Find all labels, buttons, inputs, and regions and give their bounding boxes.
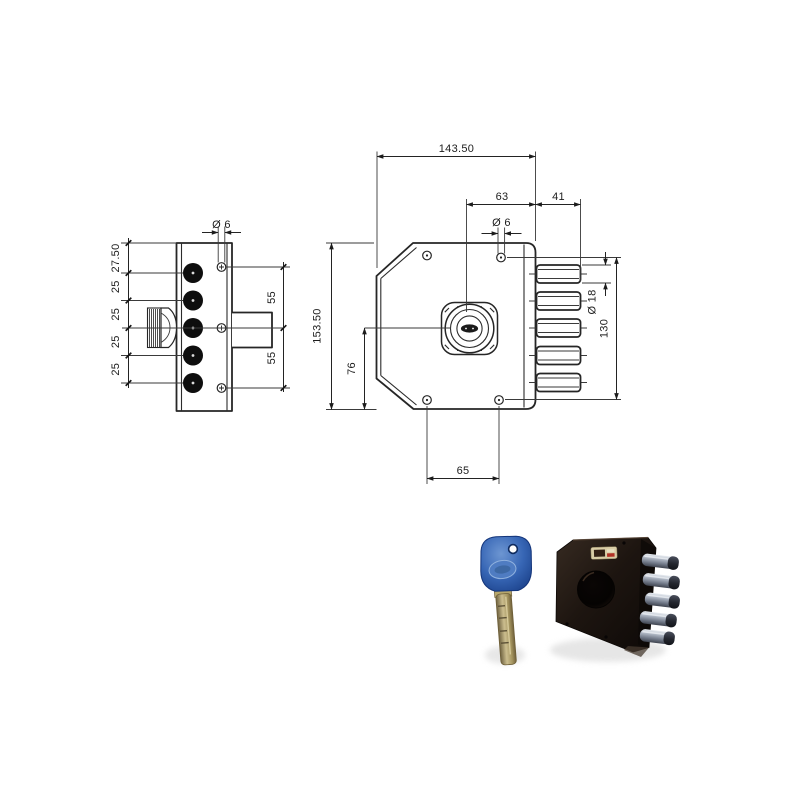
dim-label-side-pitch-4: 25 <box>110 363 122 376</box>
dim-label-side-hole-dia: Ø 6 <box>212 219 231 231</box>
dim-label-side-pitch-1: 25 <box>110 280 122 293</box>
dim-label-side-pitch-0: 27.50 <box>110 243 122 272</box>
dim-label-side-pitch-3: 25 <box>110 335 122 348</box>
dim-label-cylinder-height: 76 <box>346 362 358 375</box>
front-view-drawing: 143.50 63 41 Ø 6 153.50 76 <box>312 143 621 484</box>
lock-knob <box>577 570 615 609</box>
side-span-dimension: 55 55 <box>227 262 290 392</box>
dim-screw-spacing: 65 <box>426 406 500 484</box>
brand-keyway-mark <box>460 324 479 333</box>
side-bolt-profile <box>232 311 273 349</box>
dim-label-screw-spacing: 65 <box>457 465 470 477</box>
key-photo <box>480 535 533 666</box>
lock-brand-label <box>590 546 618 560</box>
side-view-drawing: 27.50 25 25 25 25 55 55 Ø 6 <box>110 219 290 412</box>
front-screw-holes <box>422 250 506 405</box>
dim-cylinder-height: 76 <box>346 327 451 410</box>
lock-bolts <box>639 553 680 646</box>
dim-bolt-diameter: Ø 18 <box>582 252 611 315</box>
key-head <box>480 535 533 592</box>
dim-label-screw-span: 130 <box>599 319 611 338</box>
side-pitch-dimension: 27.50 25 25 25 25 <box>110 238 183 388</box>
dim-label-side-span-0: 55 <box>266 291 278 304</box>
dim-total-height: 153.50 <box>312 242 377 410</box>
dim-label-side-pitch-2: 25 <box>110 308 122 321</box>
dim-label-total-width: 143.50 <box>439 143 474 155</box>
front-cylinder <box>440 301 499 356</box>
product-photo <box>480 535 680 666</box>
side-bolt-heads <box>183 263 203 393</box>
lock-photo <box>555 536 680 657</box>
front-hole-dimension: Ø 6 <box>481 217 522 254</box>
dim-label-total-height: 153.50 <box>312 308 324 343</box>
dim-total-width: 143.50 <box>376 143 536 268</box>
key-ring-hole <box>507 543 519 555</box>
dim-label-bolt-throw: 41 <box>552 191 565 203</box>
dim-label-front-hole-dia: Ø 6 <box>492 217 511 229</box>
dim-label-side-span-1: 55 <box>266 352 278 365</box>
dim-label-cylinder-offset: 63 <box>496 191 509 203</box>
dim-screw-span: 130 <box>505 257 621 400</box>
dim-label-bolt-diameter: Ø 18 <box>587 289 599 314</box>
front-bolts <box>529 264 587 393</box>
dim-cylinder-offset: 63 41 <box>466 191 581 312</box>
side-hole-dimension: Ø 6 <box>202 219 241 263</box>
